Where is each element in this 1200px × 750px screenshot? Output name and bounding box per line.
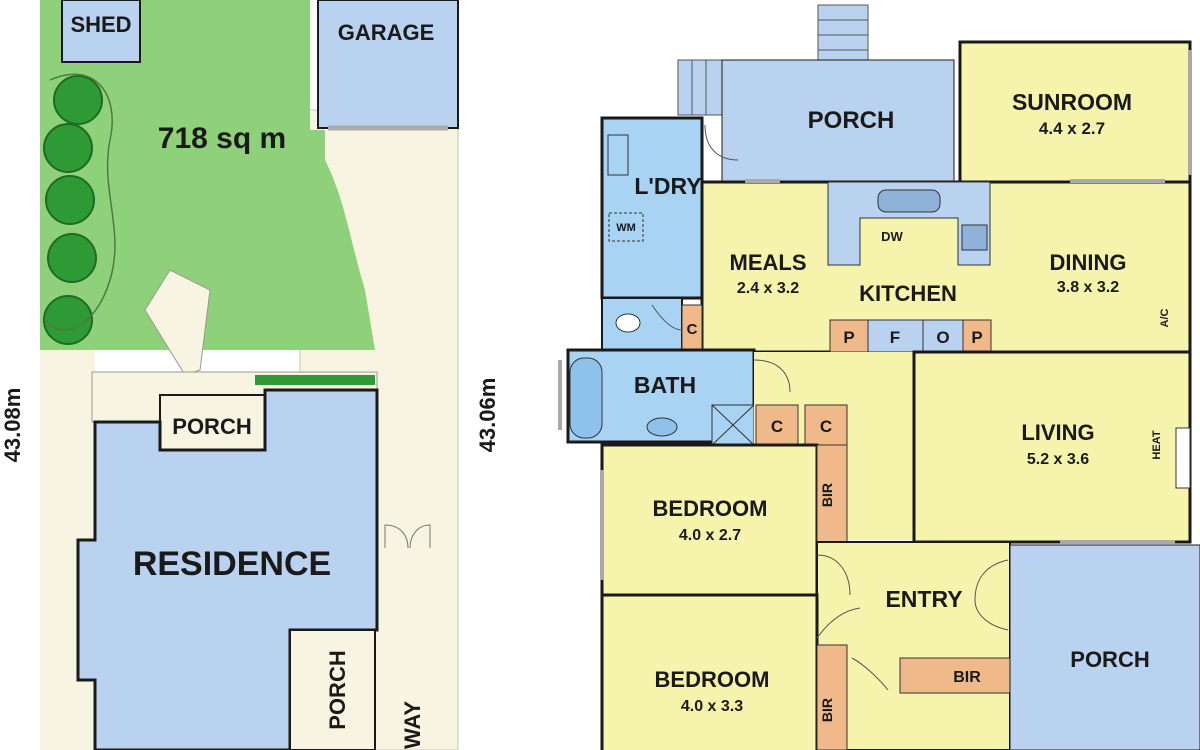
shed bbox=[61, 0, 141, 63]
washing-machine-label: WM bbox=[616, 222, 636, 234]
house-floor-plan: PORCH SUNROOM 4.4 x 2.7 WM L'DRY DW MEAL… bbox=[558, 4, 1200, 750]
sunroom-label: SUNROOM bbox=[1012, 89, 1132, 115]
garden-path bbox=[144, 269, 211, 376]
side-steps bbox=[677, 59, 724, 116]
dishwasher-label: DW bbox=[881, 229, 903, 244]
porch-front bbox=[1009, 544, 1200, 750]
door-swing bbox=[816, 607, 861, 639]
laundry-label: L'DRY bbox=[634, 173, 701, 199]
porch-top-label: PORCH bbox=[808, 107, 895, 134]
sunroom bbox=[958, 40, 1192, 184]
garage bbox=[317, 0, 459, 129]
rear-porch bbox=[159, 394, 266, 451]
door-swing bbox=[851, 657, 889, 691]
side-porch-label: PORCH bbox=[325, 650, 350, 729]
bir-2-label: BIR bbox=[819, 698, 835, 722]
bir-2 bbox=[816, 644, 848, 750]
bir-1-label: BIR bbox=[819, 483, 835, 507]
door-swing bbox=[651, 304, 683, 331]
oven-label: O bbox=[936, 328, 949, 347]
fridge-label: F bbox=[890, 328, 900, 347]
living-size: 5.2 x 3.6 bbox=[1027, 451, 1089, 468]
meals-label: MEALS bbox=[730, 250, 807, 275]
pantry-label-1: P bbox=[843, 328, 854, 347]
cupboard-label-1: C bbox=[687, 321, 698, 338]
dining-label: DINING bbox=[1050, 250, 1127, 275]
porch-top bbox=[721, 59, 955, 183]
bedroom-1-size: 4.0 x 2.7 bbox=[679, 527, 741, 544]
door-swing bbox=[974, 559, 1009, 631]
shed-label: SHED bbox=[70, 12, 131, 37]
garage-label: GARAGE bbox=[338, 20, 435, 45]
living-label: LIVING bbox=[1021, 420, 1094, 445]
entry bbox=[816, 541, 1011, 750]
door-swing bbox=[704, 124, 739, 161]
basin bbox=[646, 417, 678, 437]
rear-steps bbox=[817, 4, 869, 61]
living bbox=[912, 350, 1192, 544]
porch-front-label: PORCH bbox=[1070, 647, 1149, 672]
site-plan: SHED GARAGE 718 sq m PORCH RESIDENCE POR… bbox=[0, 0, 500, 750]
laundry-trough bbox=[607, 134, 629, 176]
kitchen-sink bbox=[877, 189, 941, 213]
bath-label: BATH bbox=[634, 372, 696, 398]
dining-size: 3.8 x 3.2 bbox=[1057, 279, 1119, 296]
site-area-label: 718 sq m bbox=[158, 122, 286, 155]
pantry-p2 bbox=[962, 319, 992, 353]
door-swing bbox=[753, 359, 791, 393]
bedroom-2-label: BEDROOM bbox=[655, 667, 770, 692]
tree bbox=[45, 175, 95, 225]
sunroom-size: 4.4 x 2.7 bbox=[1039, 119, 1105, 138]
side-porch bbox=[289, 629, 376, 750]
ac-label: A/C bbox=[1159, 308, 1171, 327]
bedroom-2 bbox=[600, 593, 819, 750]
bedroom-1-label: BEDROOM bbox=[653, 496, 768, 521]
heater-label: HEAT bbox=[1151, 430, 1163, 459]
bir-1 bbox=[816, 444, 848, 546]
residence-label: RESIDENCE bbox=[133, 545, 331, 583]
cooktop bbox=[961, 224, 988, 251]
rear-porch-label: PORCH bbox=[172, 414, 251, 439]
cupboard-label-2: C bbox=[771, 417, 783, 436]
bedroom-2-size: 4.0 x 3.3 bbox=[681, 698, 743, 715]
bathtub bbox=[569, 357, 603, 439]
gate bbox=[384, 524, 431, 549]
meals-size: 2.4 x 3.2 bbox=[737, 280, 799, 297]
hedge bbox=[255, 375, 375, 385]
tree bbox=[47, 233, 97, 283]
cupboard-label-3: C bbox=[820, 417, 832, 436]
tree bbox=[43, 295, 93, 345]
tree bbox=[53, 75, 103, 125]
kitchen-label: KITCHEN bbox=[859, 281, 957, 306]
fridge-space bbox=[867, 319, 924, 353]
toilet bbox=[615, 313, 641, 333]
tree bbox=[43, 123, 93, 173]
left-dimension-label: 43.08m bbox=[0, 388, 25, 463]
lawn bbox=[40, 0, 375, 350]
pantry-label-2: P bbox=[971, 328, 982, 347]
cupboard-2 bbox=[755, 404, 799, 446]
door-swing bbox=[816, 554, 851, 596]
bir-3-label: BIR bbox=[953, 669, 981, 686]
pantry-p1 bbox=[829, 319, 869, 353]
heater bbox=[1175, 427, 1191, 489]
entry-label: ENTRY bbox=[885, 586, 962, 612]
right-dimension-label: 43.06m bbox=[475, 378, 500, 453]
washing-machine bbox=[608, 212, 644, 242]
garden-bed-outline bbox=[44, 73, 116, 331]
driveway-label: WAY bbox=[400, 701, 425, 749]
kitchen-bench bbox=[827, 181, 991, 266]
toilet-room bbox=[601, 297, 683, 351]
